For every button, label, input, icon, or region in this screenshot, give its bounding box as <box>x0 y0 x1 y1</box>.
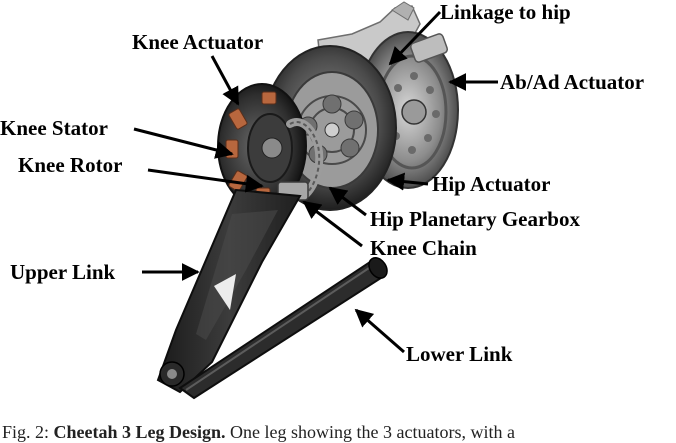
callout-arrows <box>133 10 498 354</box>
label-hip-actuator: Hip Actuator <box>432 172 551 196</box>
leg-illustration <box>133 1 498 400</box>
upper-link <box>156 188 302 394</box>
label-linkage-to-hip: Linkage to hip <box>440 0 571 24</box>
arrow-lower-link <box>354 308 405 354</box>
label-upper-link: Upper Link <box>10 260 116 284</box>
arrow-knee-rotor <box>147 168 264 193</box>
caption-text: One leg showing the 3 actuators, with a <box>225 422 515 442</box>
label-lower-link: Lower Link <box>406 342 513 366</box>
label-hip-planetary-gearbox: Hip Planetary Gearbox <box>370 207 580 231</box>
label-knee-chain: Knee Chain <box>370 236 477 260</box>
caption-prefix: Fig. 2: <box>2 422 54 442</box>
label-knee-stator: Knee Stator <box>0 116 108 140</box>
label-knee-actuator: Knee Actuator <box>132 30 264 54</box>
label-knee-rotor: Knee Rotor <box>18 153 123 177</box>
label-ab-ad-actuator: Ab/Ad Actuator <box>500 70 645 94</box>
arrow-hip-actuator <box>386 172 429 191</box>
arrow-linkage-to-hip <box>388 10 442 66</box>
figure-caption: Fig. 2: Cheetah 3 Leg Design. One leg sh… <box>2 421 676 443</box>
arrow-knee-actuator <box>210 55 240 106</box>
arrow-knee-chain <box>302 200 363 248</box>
arrow-knee-stator <box>133 127 234 159</box>
caption-title: Cheetah 3 Leg Design. <box>53 422 226 442</box>
arrow-hip-planetary-gearbox <box>328 186 367 217</box>
lower-link <box>178 257 388 400</box>
knee-actuator-body <box>217 83 307 209</box>
leg-figure: Linkage to hip Knee Actuator Ab/Ad Actua… <box>0 0 645 400</box>
